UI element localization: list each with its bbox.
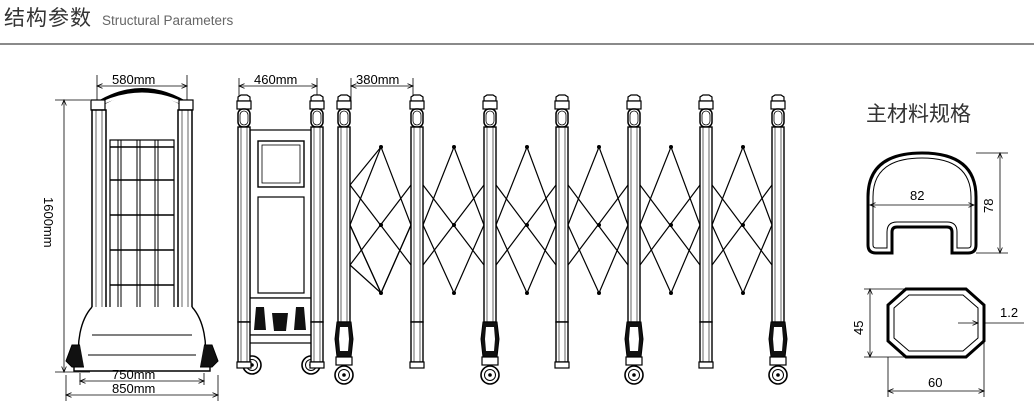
dim-cabinet-width: 460mm: [254, 72, 297, 87]
header-divider: [0, 43, 1034, 45]
profile-b-thickness: 1.2: [1000, 305, 1018, 320]
dim-top-width: 580mm: [112, 72, 155, 87]
material-specs: 主材料规格 82 78 45 60 1.2: [851, 102, 1024, 397]
front-view: 580mm 1600mm: [41, 72, 218, 401]
section-title-cn: 结构参数: [4, 6, 92, 30]
profile-a-width: 82: [910, 188, 924, 203]
section-title-en: Structural Parameters: [102, 13, 234, 28]
structure-drawing: 580mm 1600mm: [41, 72, 1024, 401]
side-view: 460mm 380mm: [236, 72, 787, 384]
section-header: 结构参数 Structural Parameters: [4, 2, 233, 42]
dim-height: 1600mm: [41, 197, 56, 248]
profile-a-height: 78: [981, 199, 996, 213]
profile-a: 82 78: [866, 151, 1008, 255]
dim-base-outer: 850mm: [112, 381, 155, 396]
profile-b: 45 60 1.2: [851, 287, 1024, 397]
dim-base-inner: 750mm: [112, 367, 155, 382]
material-specs-title: 主材料规格: [866, 102, 971, 126]
dim-segment-pitch: 380mm: [356, 72, 399, 87]
profile-b-height: 45: [851, 321, 866, 335]
profile-b-width: 60: [928, 375, 942, 390]
